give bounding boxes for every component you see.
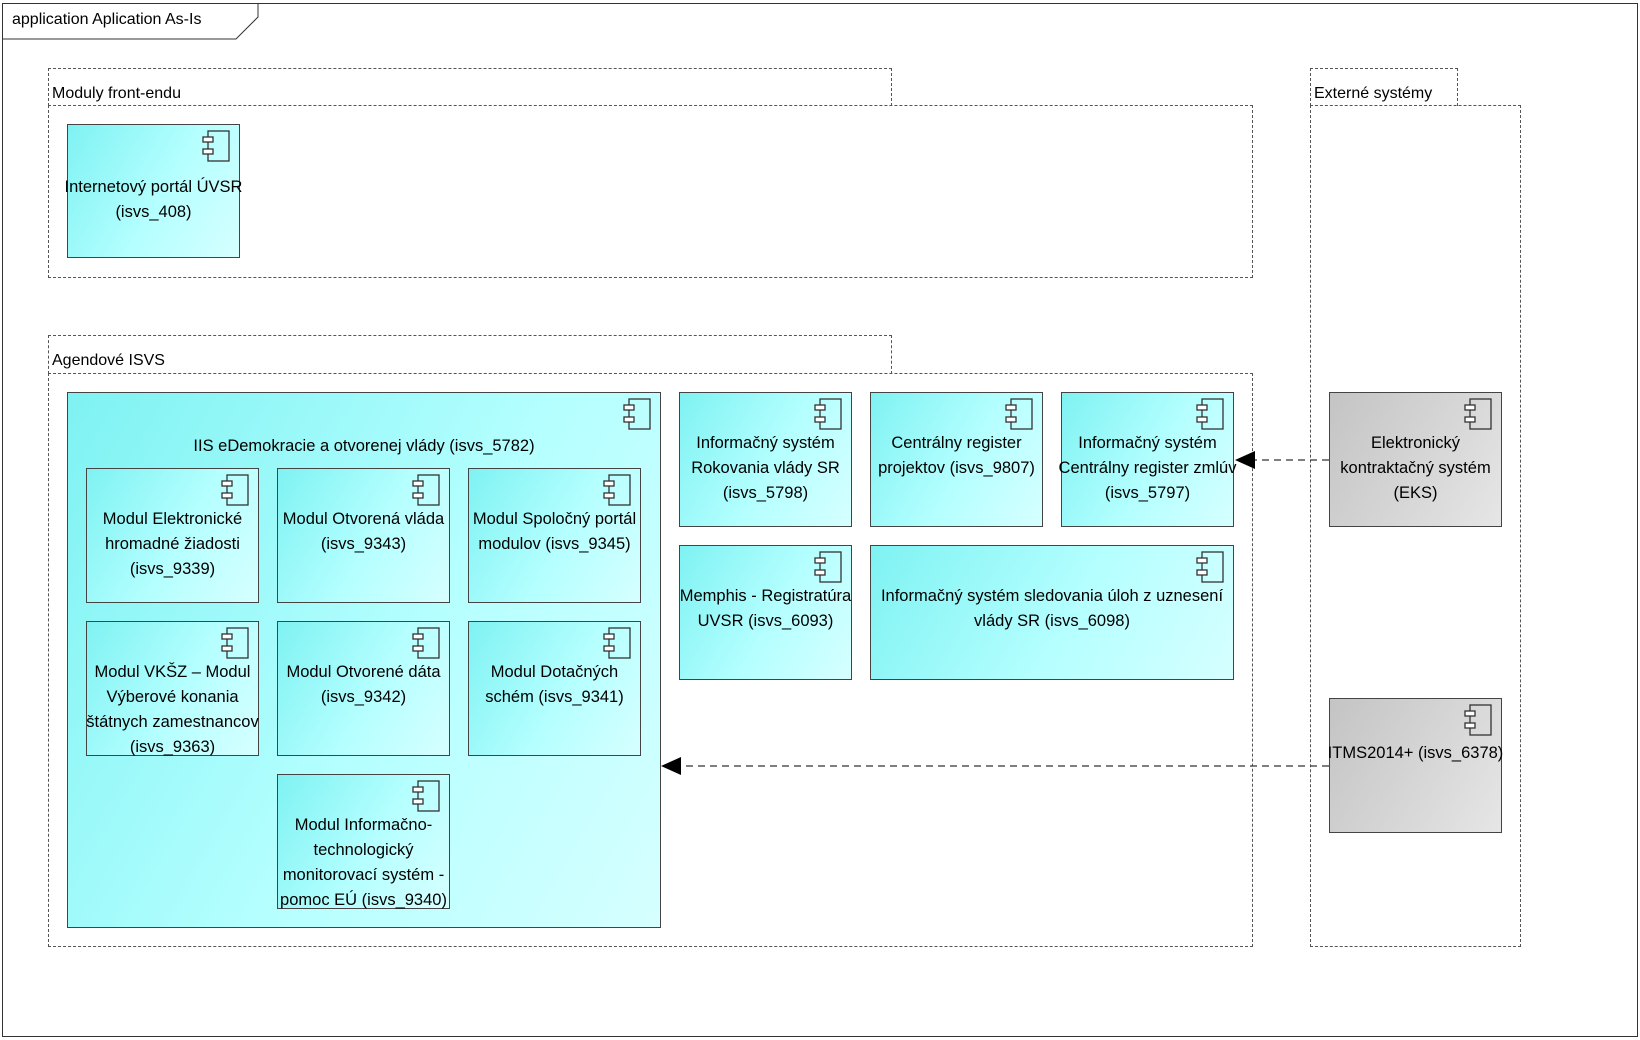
package-tab-frontend bbox=[48, 68, 892, 106]
component-modul-9342[interactable]: Modul Otvorené dáta (isvs_9342) bbox=[277, 621, 450, 756]
uml-component-icon bbox=[412, 627, 440, 659]
component-modul-9343[interactable]: Modul Otvorená vláda (isvs_9343) bbox=[277, 468, 450, 603]
component-label: Modul Elektronické hromadné žiadosti (is… bbox=[102, 510, 243, 578]
component-modul-9341[interactable]: Modul Dotačných schém (isvs_9341) bbox=[468, 621, 641, 756]
uml-component-icon bbox=[202, 130, 230, 162]
package-label-frontend: Moduly front-endu bbox=[52, 85, 181, 102]
component-is-6098[interactable]: Informačný systém sledovania úloh z uzne… bbox=[870, 545, 1234, 680]
frame-title-tab bbox=[2, 3, 259, 40]
component-eks[interactable]: Elektronický kontraktačný systém (EKS) bbox=[1329, 392, 1502, 527]
uml-component-icon bbox=[1196, 398, 1224, 430]
arrowhead-icon bbox=[661, 757, 681, 775]
component-label: Modul Informačno-technologický monitorov… bbox=[280, 816, 447, 909]
uml-component-icon bbox=[603, 627, 631, 659]
component-is-5798[interactable]: Informačný systém Rokovania vlády SR (is… bbox=[679, 392, 852, 527]
component-memphis[interactable]: Memphis - Registratúra UVSR (isvs_6093) bbox=[679, 545, 852, 680]
component-label: Informačný systém Centrálny register zml… bbox=[1058, 434, 1237, 502]
package-externe[interactable] bbox=[1310, 105, 1521, 947]
component-itms[interactable]: ITMS2014+ (isvs_6378) bbox=[1327, 698, 1504, 833]
component-label: Informačný systém sledovania úloh z uzne… bbox=[880, 587, 1224, 630]
dependency-itms-to-iis[interactable] bbox=[661, 757, 1329, 775]
component-label: Modul Otvorené dáta (isvs_9342) bbox=[286, 663, 441, 706]
arrowhead-icon bbox=[1235, 451, 1255, 469]
diagram-frame bbox=[2, 3, 1638, 1037]
package-agendove[interactable] bbox=[48, 373, 1253, 947]
uml-component-icon bbox=[814, 551, 842, 583]
component-label: IIS eDemokracie a otvorenej vlády (isvs_… bbox=[193, 437, 535, 455]
component-modul-9339[interactable]: Modul Elektronické hromadné žiadosti (is… bbox=[86, 468, 259, 603]
component-is-5797[interactable]: Informačný systém Centrálny register zml… bbox=[1058, 392, 1237, 527]
frame-title: application Aplication As-Is bbox=[12, 11, 202, 28]
component-label: Modul VKŠZ – Modul Výberové konania štát… bbox=[86, 663, 259, 756]
component-modul-9345[interactable]: Modul Spoločný portál modulov (isvs_9345… bbox=[468, 468, 641, 603]
component-modul-9363[interactable]: Modul VKŠZ – Modul Výberové konania štát… bbox=[86, 621, 259, 756]
uml-component-icon bbox=[221, 474, 249, 506]
component-label: Memphis - Registratúra UVSR (isvs_6093) bbox=[679, 587, 852, 630]
uml-component-icon bbox=[221, 627, 249, 659]
package-label-externe: Externé systémy bbox=[1314, 85, 1433, 102]
component-internet-portal[interactable]: Internetový portál ÚVSR (isvs_408) bbox=[64, 124, 243, 258]
uml-component-icon bbox=[1196, 551, 1224, 583]
package-frontend[interactable] bbox=[48, 105, 1253, 278]
package-label-agendove: Agendové ISVS bbox=[52, 352, 165, 369]
uml-component-icon bbox=[1464, 704, 1492, 736]
uml-component-icon bbox=[1005, 398, 1033, 430]
component-label: Elektronický kontraktačný systém (EKS) bbox=[1340, 434, 1491, 502]
component-label: Modul Spoločný portál modulov (isvs_9345… bbox=[472, 510, 637, 553]
component-label: Centrálny register projektov (isvs_9807) bbox=[878, 434, 1035, 477]
uml-component-icon bbox=[814, 398, 842, 430]
component-label: Modul Dotačných schém (isvs_9341) bbox=[485, 663, 624, 706]
component-modul-9340[interactable]: Modul Informačno-technologický monitorov… bbox=[277, 774, 450, 909]
component-crp-9807[interactable]: Centrálny register projektov (isvs_9807) bbox=[870, 392, 1043, 527]
component-label: Internetový portál ÚVSR (isvs_408) bbox=[64, 178, 243, 221]
component-label: ITMS2014+ (isvs_6378) bbox=[1327, 744, 1504, 762]
package-tab-agendove bbox=[48, 335, 892, 374]
uml-component-icon bbox=[412, 474, 440, 506]
uml-component-icon bbox=[1464, 398, 1492, 430]
component-label: Informačný systém Rokovania vlády SR (is… bbox=[691, 434, 840, 502]
dependency-eks-to-is5797[interactable] bbox=[1235, 451, 1329, 469]
uml-component-icon bbox=[603, 474, 631, 506]
uml-component-icon bbox=[412, 780, 440, 812]
component-label: Modul Otvorená vláda (isvs_9343) bbox=[282, 510, 445, 553]
package-tab-externe bbox=[1310, 68, 1458, 106]
uml-component-icon bbox=[623, 398, 651, 430]
